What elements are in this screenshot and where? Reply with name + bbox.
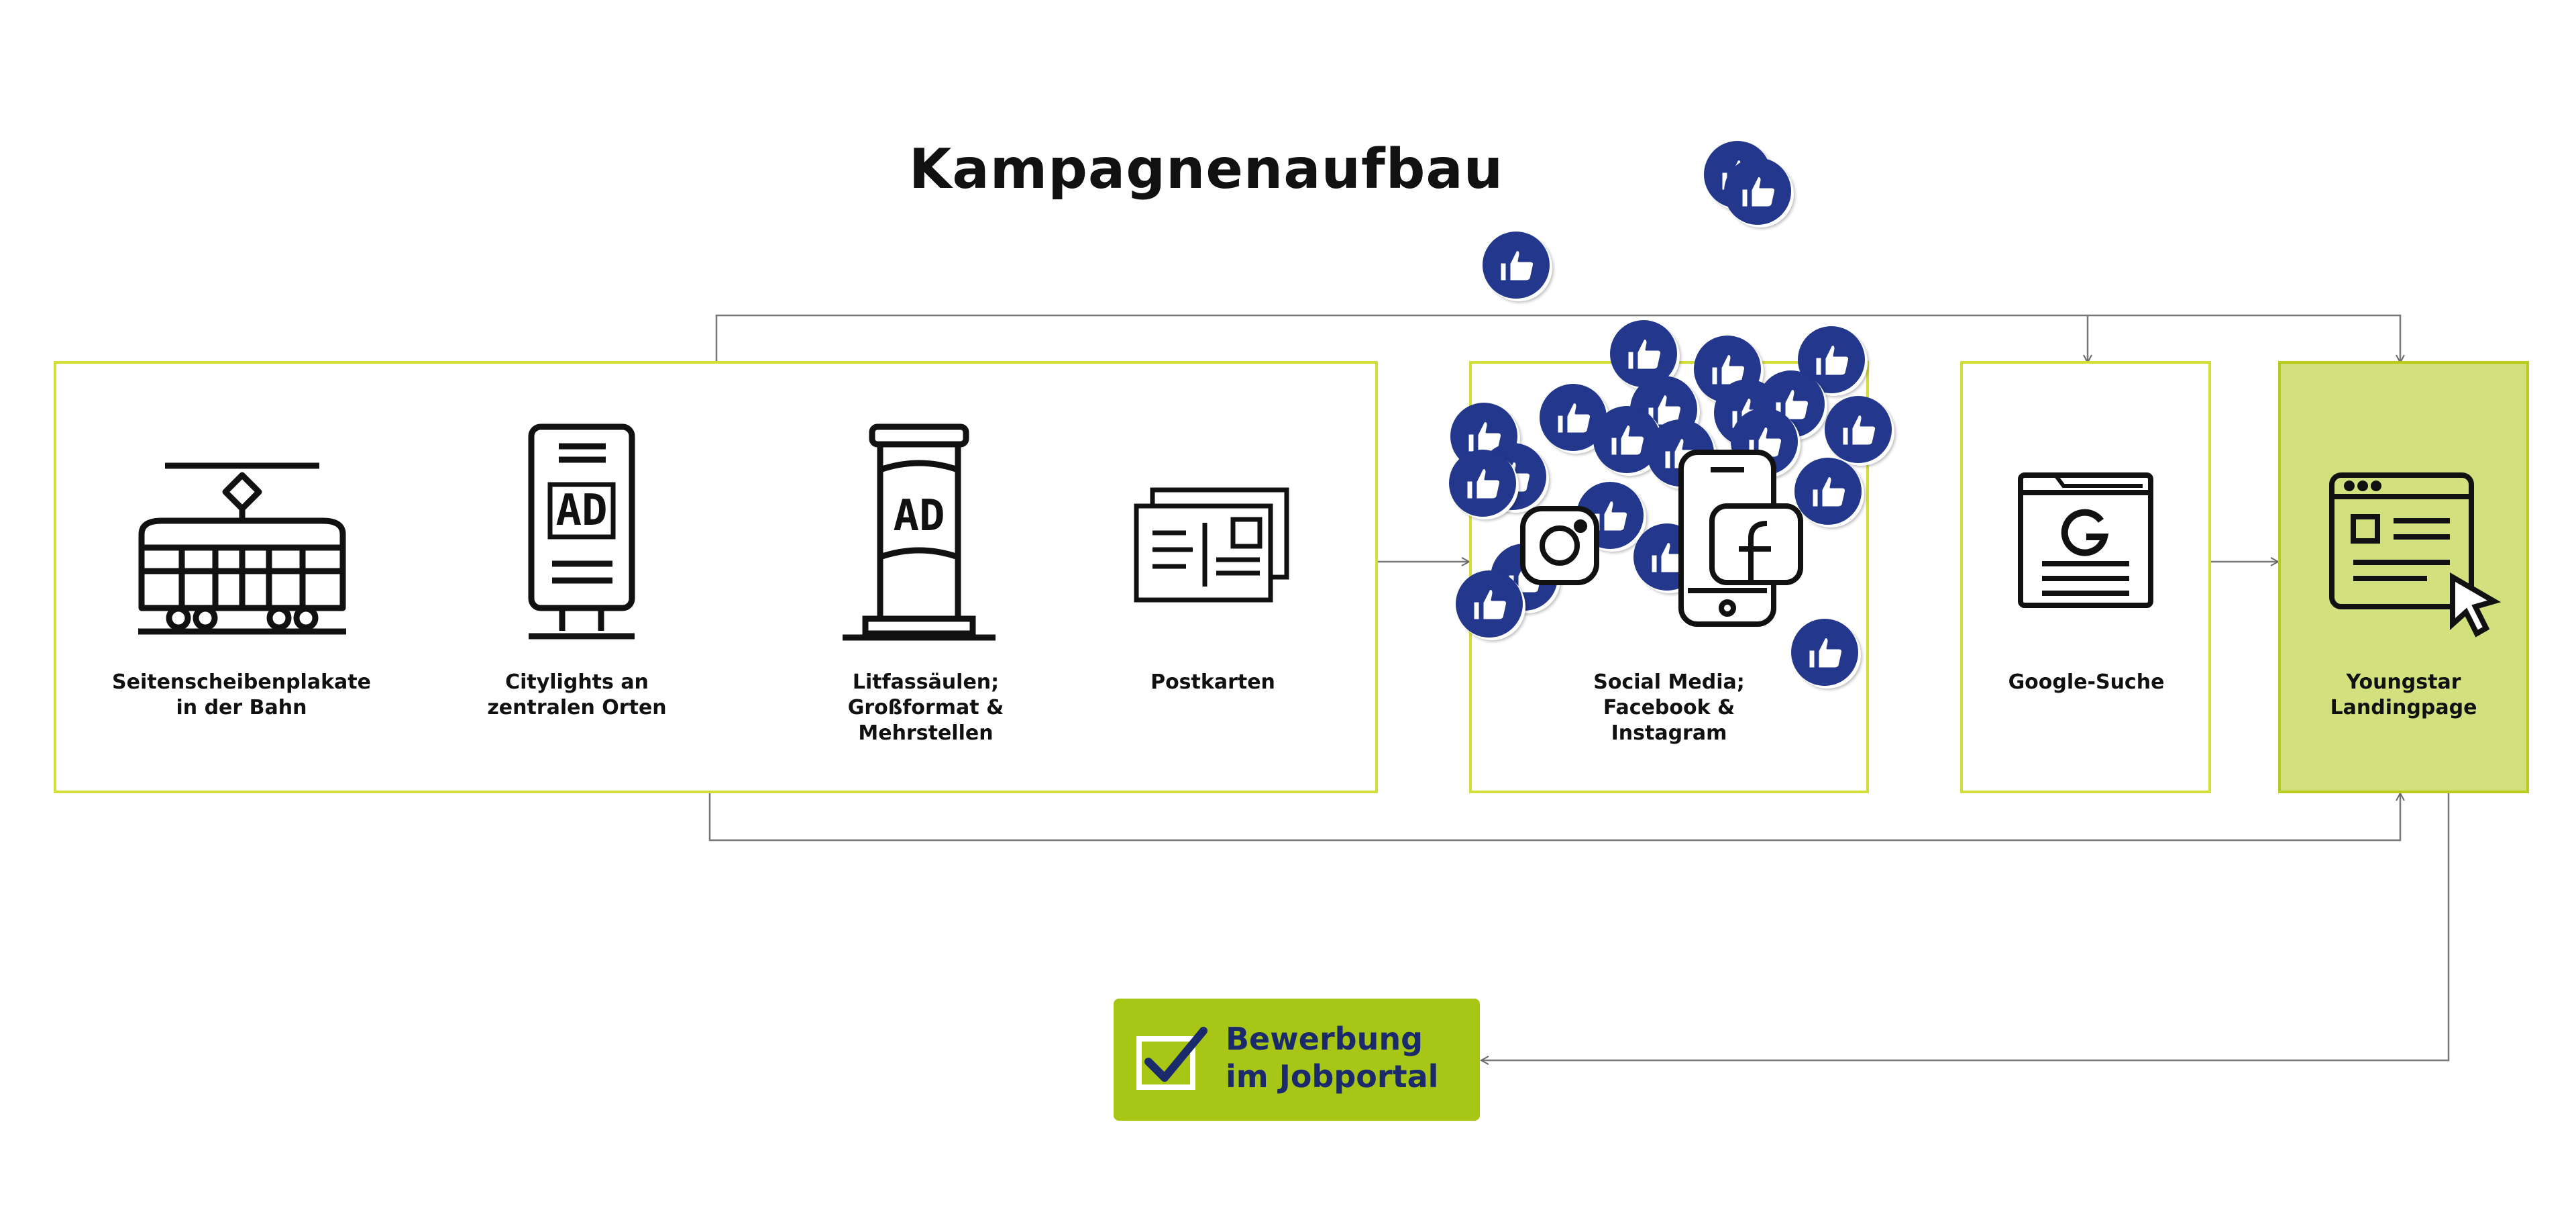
thumbs-up-icon <box>1791 619 1858 686</box>
checkbox-check-icon <box>1136 1027 1208 1090</box>
social-media-icon <box>1520 450 1803 627</box>
thumbs-up-icon <box>1724 158 1791 225</box>
thumbs-up-icon <box>1794 458 1862 525</box>
thumbs-up-icon <box>1483 232 1550 299</box>
diagram-title: Kampagnenaufbau <box>908 138 1504 201</box>
svg-text:AD: AD <box>555 486 607 536</box>
svg-text:AD: AD <box>893 491 945 541</box>
citylight-ad-icon: AD <box>528 423 635 640</box>
thumbs-up-icon <box>1449 450 1516 517</box>
advertising-column-label: Litfassäulen;Großformat &Mehrstellen <box>847 670 1004 745</box>
thumbs-up-icon <box>1456 570 1523 638</box>
landingpage-box <box>2278 361 2529 793</box>
google-search-icon <box>2018 472 2153 608</box>
postcard-icon <box>1134 487 1289 603</box>
thumbs-up-icon <box>1825 396 1892 463</box>
tram-icon <box>138 462 346 635</box>
social-media-label: Social Media;Facebook &Instagram <box>1593 670 1745 745</box>
landingpage-icon <box>2329 472 2501 638</box>
postcard-label: Postkarten <box>1150 670 1275 694</box>
google-search-label: Google-Suche <box>2008 670 2165 694</box>
advertising-column-icon: AD <box>843 423 996 641</box>
